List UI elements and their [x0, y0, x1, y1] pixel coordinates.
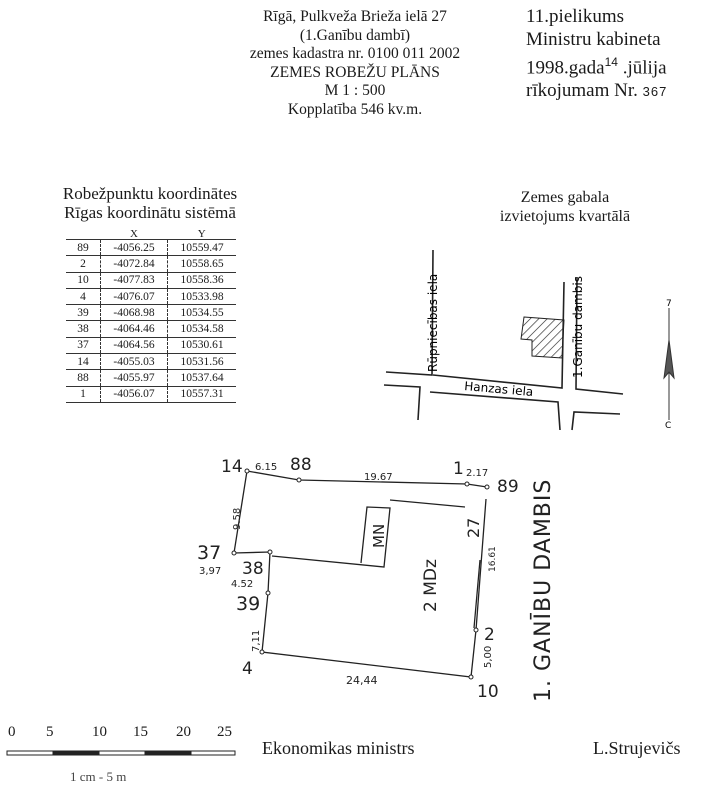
dist-38-39: 4.52 — [231, 579, 253, 590]
point-1: 1 — [453, 459, 464, 479]
document-header: Rīgā, Pulkveža Brieža ielā 27 (1.Ganību … — [230, 8, 480, 119]
scale-bar — [6, 750, 236, 756]
location-map-title: Zemes gabala izvietojums kvartālā — [480, 188, 650, 226]
x-coord-cell: -4056.07 — [100, 385, 168, 403]
y-coord-cell: 10534.55 — [167, 304, 236, 322]
zone-label: 2 MDz — [421, 559, 441, 612]
point-37: 37 — [197, 542, 221, 564]
street-line — [385, 249, 434, 376]
annex-issuer: Ministru kabineta — [526, 28, 661, 50]
building-label: MN — [370, 524, 388, 548]
annex-order-number: 367 — [642, 83, 668, 99]
y-coord-cell: 10530.61 — [167, 336, 236, 355]
annex-order: rīkojumam Nr. 367 — [526, 80, 667, 104]
address: Rīgā, Pulkveža Brieža ielā 27 — [263, 8, 447, 25]
x-coord-cell: -4077.83 — [100, 271, 168, 289]
street-line — [575, 276, 624, 395]
point-10: 10 — [477, 682, 499, 702]
scale-tick-10: 10 — [92, 724, 107, 740]
street-label-hanzas: Hanzas iela — [464, 379, 534, 399]
point-id-cell: 1 — [66, 385, 101, 403]
y-coord-cell: 10533.98 — [167, 287, 236, 306]
scale-tick-0: 0 — [8, 724, 16, 740]
cadastre-number: zemes kadastra nr. 0100 011 2002 — [249, 45, 461, 62]
annex-month: .jūlija — [622, 57, 667, 79]
scale-tick-20: 20 — [176, 724, 191, 740]
location-map — [383, 249, 624, 431]
dist-39-4: 7,11 — [251, 630, 262, 652]
point-2: 2 — [484, 625, 495, 645]
street-line — [429, 391, 561, 431]
y-coord-cell: 10537.64 — [167, 369, 236, 387]
parcel-boundary — [233, 470, 488, 678]
point-27: 27 — [464, 518, 483, 538]
street-label-rupniecibas: Rūpniecības iela — [426, 274, 440, 372]
signatory-position: Ekonomikas ministrs — [262, 738, 415, 758]
x-coord-cell: -4076.07 — [100, 287, 168, 306]
scale-tick-5: 5 — [46, 724, 54, 740]
point-89: 89 — [497, 477, 519, 497]
coords-table-title: Robežpunktu koordinātes Rīgas koordinātu… — [40, 184, 260, 222]
annex-year: 1998.gada — [526, 57, 605, 79]
south-label: C — [665, 421, 671, 431]
boundary-points — [231, 468, 490, 680]
dist-4-10: 24,44 — [346, 674, 378, 687]
annex-order-label: rīkojumam Nr. — [526, 79, 638, 101]
y-coord-cell: 10558.36 — [167, 271, 236, 289]
x-coord-cell: -4064.46 — [100, 320, 168, 338]
plan-title: ZEMES ROBEŽU PLĀNS — [270, 63, 440, 81]
location-title-line2: izvietojums kvartālā — [499, 208, 631, 225]
dist-1-89: 2.17 — [466, 468, 488, 479]
signatory-name: L.Strujevičs — [593, 738, 681, 758]
annex-number: 11.pielikums — [526, 6, 624, 27]
total-area: Kopplatība 546 kv.m. — [287, 100, 423, 118]
north-arrow-icon — [663, 308, 675, 420]
col-y: Y — [197, 228, 206, 240]
coords-title-line2: Rīgas koordinātu sistēmā — [64, 203, 236, 222]
dist-14-88: 6.15 — [255, 462, 277, 473]
parcel-hatch — [520, 316, 565, 359]
street-line — [383, 384, 421, 421]
address-alt: (1.Ganību dambī) — [299, 26, 411, 44]
x-coord-cell: -4068.98 — [100, 304, 168, 322]
street-label-ganibu: 1.Ganību dambis — [571, 276, 585, 378]
point-88: 88 — [290, 455, 312, 475]
street-label-main: 1. GANĪBU DAMBIS — [531, 479, 556, 702]
dist-2-27: 16.61 — [488, 546, 498, 572]
street-line — [432, 281, 565, 389]
location-title-line1: Zemes gabala — [520, 189, 610, 206]
plan-scale: M 1 : 500 — [324, 82, 386, 99]
y-coord-cell: 10557.31 — [167, 385, 236, 403]
dist-10-2: 5,00 — [483, 646, 494, 668]
col-x: X — [130, 228, 138, 240]
scale-caption: 1 cm - 5 m — [70, 769, 127, 784]
point-14: 14 — [221, 457, 243, 477]
dist-37-14: 9.58 — [232, 508, 243, 530]
north-label: 7 — [666, 299, 672, 309]
coords-title-line1: Robežpunktu koordinātes — [62, 184, 238, 203]
point-4: 4 — [242, 659, 253, 679]
annex-date: 1998.gada14 .jūlija — [526, 51, 667, 80]
annex-note: 11.pielikums Ministru kabineta 1998.gada… — [526, 6, 667, 103]
annex-day: 14 — [604, 55, 618, 69]
dist-88-1: 19.67 — [364, 472, 393, 483]
scale-tick-15: 15 — [133, 724, 148, 740]
street-line — [571, 411, 621, 431]
point-38: 38 — [242, 559, 264, 579]
y-coord-cell: 10558.65 — [167, 255, 236, 273]
scale-tick-25: 25 — [217, 724, 232, 740]
dist-37-38: 3,97 — [199, 566, 221, 577]
point-39: 39 — [236, 593, 260, 615]
